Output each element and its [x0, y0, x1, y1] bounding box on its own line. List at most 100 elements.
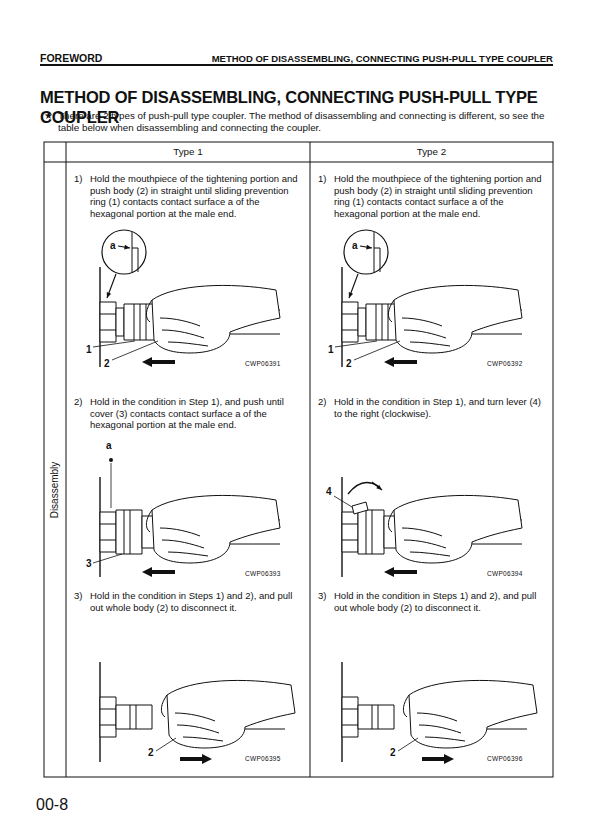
drawing-line	[372, 705, 378, 729]
step-number: 3)	[318, 590, 334, 601]
callout-number: 2	[104, 358, 114, 370]
step-number: 1)	[74, 173, 90, 184]
header-rule	[40, 64, 553, 66]
callout-number: 3	[86, 558, 96, 570]
callout-number: a	[352, 240, 362, 252]
drawing-line	[342, 524, 358, 540]
drawing-line	[409, 680, 537, 748]
drawing-line	[93, 341, 135, 347]
drawing-line	[116, 510, 142, 554]
callout-number: a	[106, 440, 116, 452]
drawing-line	[394, 495, 522, 563]
direction-arrow	[384, 357, 417, 367]
page-title: METHOD OF DISASSEMBLING, CONNECTING PUSH…	[40, 88, 555, 128]
coupler-illustration	[93, 458, 280, 577]
figure-code: CWP06394	[487, 570, 547, 578]
drawing-line	[160, 528, 208, 556]
callout-number: 2	[390, 747, 400, 759]
drawing-line	[342, 314, 358, 330]
drawing-line	[124, 510, 130, 554]
drawing-line	[100, 314, 116, 330]
column-header: Type 2	[310, 146, 553, 158]
drawing-line	[349, 274, 358, 298]
drawing-line	[358, 510, 384, 554]
step-number: 3)	[74, 590, 90, 601]
step-number: 2)	[318, 396, 334, 407]
arrow-head	[366, 245, 372, 250]
figure-code: CWP06391	[245, 360, 305, 368]
drawing-line	[342, 709, 358, 725]
drawing-line	[107, 274, 116, 298]
note-text: There are 2 types of push-pull type coup…	[58, 110, 550, 134]
drawing-line	[130, 705, 136, 729]
hand-drawing	[388, 495, 522, 563]
drawing-line	[152, 495, 280, 563]
coupler-illustration	[334, 477, 522, 577]
table-border	[44, 142, 553, 777]
drawing-line	[167, 680, 295, 748]
drawing-line	[366, 510, 372, 554]
drawing-line	[112, 341, 158, 360]
coupler-illustration	[93, 230, 280, 367]
illustrations	[93, 230, 537, 764]
direction-arrow	[142, 357, 175, 367]
step-text: Hold the mouthpiece of the tightening po…	[90, 173, 304, 219]
drawing-line	[334, 496, 352, 507]
drawing-line	[100, 302, 116, 342]
surface-dot	[109, 458, 113, 462]
magnifier-circle	[344, 230, 388, 274]
drawing-line	[100, 524, 116, 540]
drawing-line	[374, 232, 380, 272]
drawing-line	[342, 697, 358, 737]
direction-arrow	[180, 754, 212, 764]
drawing-line	[372, 482, 382, 490]
drawing-line	[358, 308, 366, 336]
drawing-line	[146, 510, 152, 532]
direction-arrow	[384, 567, 417, 577]
drawing-line	[146, 300, 152, 322]
drawing-line	[342, 512, 358, 552]
step-number: 2)	[74, 396, 90, 407]
drawing-line	[116, 705, 152, 729]
step-text: Hold in the condition in Step 1), and tu…	[334, 396, 548, 419]
drawing-line	[111, 463, 112, 508]
arrow-head	[376, 485, 382, 490]
column-header: Type 1	[66, 146, 310, 158]
drawing-line	[134, 304, 146, 340]
drawing-line	[352, 502, 368, 514]
drawing-line	[152, 285, 280, 353]
drawing-line	[402, 528, 450, 556]
drawing-line	[348, 482, 378, 494]
callout-number: 1	[328, 344, 338, 356]
magnifier-circle	[102, 230, 146, 274]
figure-code: CWP06395	[245, 755, 305, 763]
drawing-line	[100, 512, 116, 552]
drawing-line	[398, 738, 418, 751]
table-rule	[66, 142, 67, 777]
callout-number: 1	[86, 344, 96, 356]
table-rule	[310, 142, 311, 777]
drawing-line	[403, 695, 409, 717]
section-header: FOREWORD	[40, 52, 160, 65]
direction-arrow	[422, 754, 454, 764]
arrow-head	[124, 245, 130, 250]
drawing-line	[388, 510, 394, 532]
figure-code: CWP06396	[487, 755, 547, 763]
step-text: Hold in the condition in Steps 1) and 2)…	[334, 590, 548, 613]
row-header: Disassembly	[49, 450, 61, 530]
hand-drawing	[146, 285, 280, 353]
step-text: Hold in the condition in Step 1), and pu…	[90, 396, 304, 431]
callout-number: 2	[346, 358, 356, 370]
coupler-illustration	[100, 662, 295, 764]
direction-arrow	[142, 567, 175, 577]
figure-code: CWP06392	[487, 360, 547, 368]
drawing-line	[116, 308, 124, 336]
drawing-line	[342, 302, 358, 342]
drawing-line	[100, 697, 116, 737]
drawing-line	[175, 713, 223, 741]
callout-number: a	[110, 240, 120, 252]
drawing-line	[376, 304, 388, 340]
drawing-line	[161, 695, 167, 717]
drawing-line	[358, 705, 394, 729]
hand-drawing	[403, 680, 537, 748]
